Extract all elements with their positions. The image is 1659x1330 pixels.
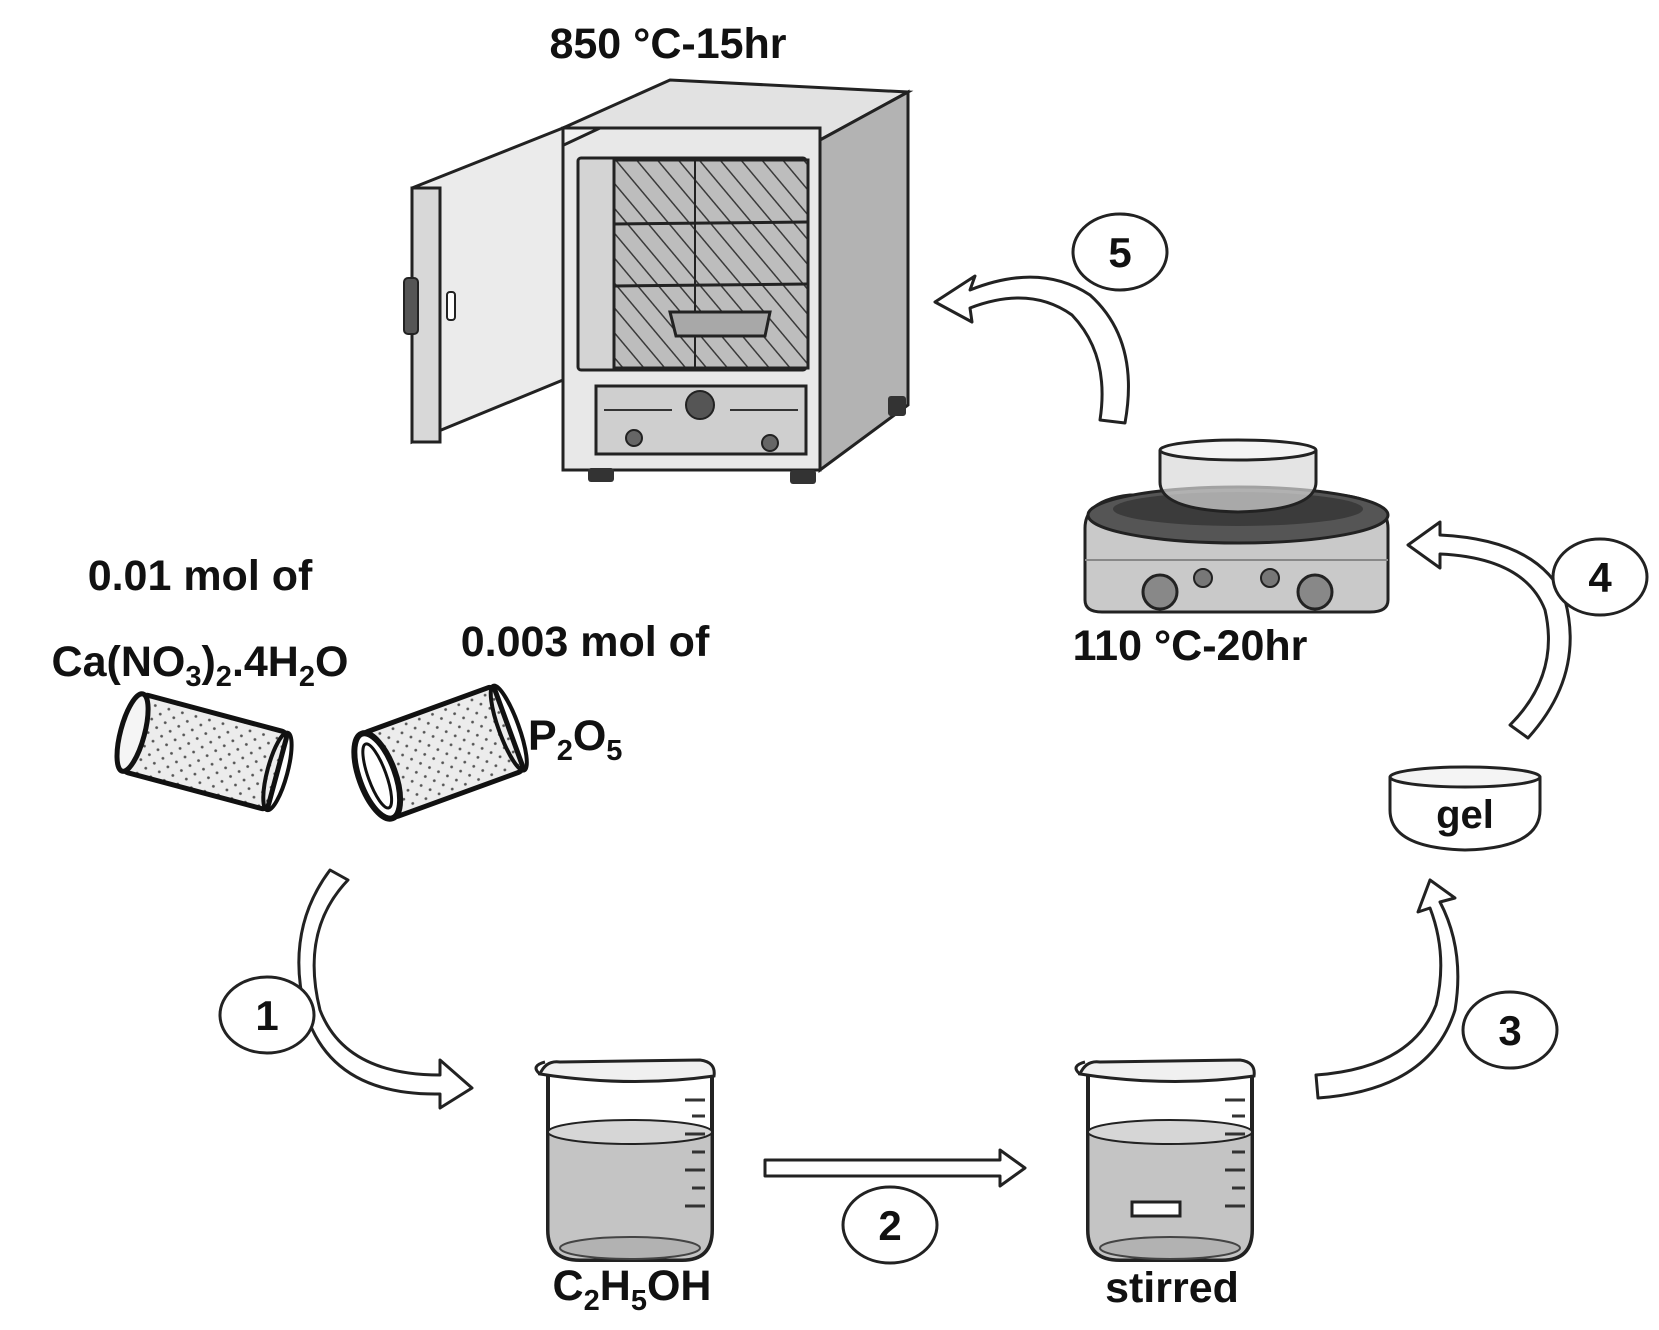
arrow-step-5 bbox=[933, 274, 1130, 425]
stirred-label: stirred bbox=[1105, 1264, 1239, 1312]
formula-part: .4H bbox=[232, 638, 299, 686]
step-badge-2: 2 bbox=[841, 1185, 939, 1265]
furnace-temp-label: 850 °C-15hr bbox=[549, 20, 786, 68]
svg-text:3: 3 bbox=[1498, 1007, 1521, 1054]
formula-part: O bbox=[315, 638, 348, 686]
step-badge-4: 4 bbox=[1551, 537, 1649, 617]
formula-subscript: 5 bbox=[631, 1285, 647, 1317]
formula-subscript: 2 bbox=[299, 661, 315, 693]
ca-amount-label: 0.01 mol of bbox=[88, 552, 313, 600]
arrow-step-4 bbox=[1406, 520, 1572, 740]
formula-part: H bbox=[600, 1262, 631, 1310]
furnace bbox=[403, 78, 914, 484]
formula-subscript: 2 bbox=[216, 661, 232, 693]
formula-part: OH bbox=[647, 1262, 712, 1310]
arrow-step-3 bbox=[1314, 878, 1460, 1100]
formula-part: P bbox=[528, 712, 557, 760]
formula-part: C bbox=[553, 1262, 584, 1310]
p-amount-label: 0.003 mol of bbox=[461, 618, 710, 666]
ethanol-beaker bbox=[534, 1058, 716, 1262]
ca-formula: Ca(NO3)2.4H2O bbox=[52, 638, 349, 693]
svg-text:5: 5 bbox=[1108, 229, 1131, 276]
hot-plate bbox=[1083, 438, 1390, 614]
svg-text:2: 2 bbox=[878, 1202, 901, 1249]
p2o5-formula: P2O5 bbox=[528, 712, 622, 767]
formula-subscript: 5 bbox=[606, 735, 622, 767]
stirred-beaker bbox=[1074, 1058, 1256, 1262]
formula-subscript: 2 bbox=[557, 735, 573, 767]
hotplate-temp-label: 110 °C-20hr bbox=[1073, 622, 1308, 670]
p2o5-bottle bbox=[351, 683, 529, 822]
svg-text:4: 4 bbox=[1588, 554, 1612, 601]
ca-nitrate-bottle bbox=[114, 691, 294, 813]
step-badge-3: 3 bbox=[1461, 990, 1559, 1070]
gel-label: gel bbox=[1436, 793, 1494, 837]
formula-subscript: 3 bbox=[185, 661, 201, 693]
formula-subscript: 2 bbox=[584, 1285, 600, 1317]
formula-part: Ca(NO bbox=[52, 638, 186, 686]
arrow-step-2 bbox=[763, 1148, 1027, 1188]
svg-text:1: 1 bbox=[255, 992, 278, 1039]
step-badge-1: 1 bbox=[218, 975, 316, 1055]
ethanol-formula: C2H5OH bbox=[553, 1262, 712, 1317]
arrow-step-1 bbox=[297, 868, 474, 1110]
formula-part: ) bbox=[201, 638, 215, 686]
gel-dish bbox=[1388, 765, 1542, 852]
formula-part: O bbox=[573, 712, 606, 760]
step-badge-5: 5 bbox=[1071, 212, 1169, 292]
